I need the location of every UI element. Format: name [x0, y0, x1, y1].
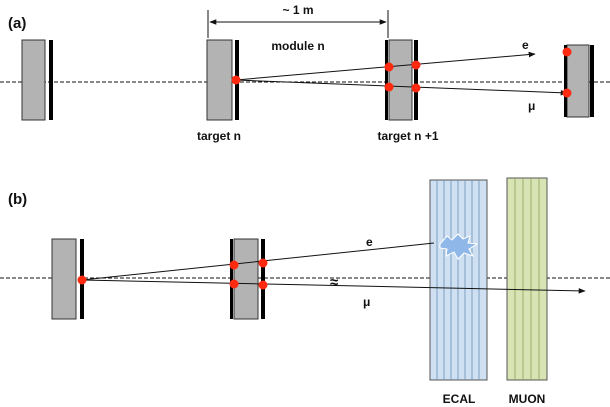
electron-label-b: e: [366, 235, 373, 249]
ecal-label: ECAL: [443, 392, 476, 406]
muon-detector-label: MUON: [509, 392, 546, 406]
target-n1: [385, 39, 418, 121]
muon-track-b: [81, 279, 586, 294]
muon-track-a: [235, 79, 568, 96]
vertex-points-b: [77, 258, 268, 290]
target-module-a1: [21, 39, 53, 121]
panel-b-label: (b): [8, 191, 27, 208]
break-mark: ≈: [330, 274, 338, 291]
panel-a-label: (a): [8, 15, 26, 32]
target-module-a4: [564, 44, 594, 118]
ecal-detector: [429, 179, 488, 381]
module-label: module n: [271, 39, 324, 53]
muon-detector: [506, 177, 548, 381]
muon-label-b: μ: [363, 295, 370, 309]
electron-track-b: [81, 242, 435, 281]
target-n1-label: target n +1: [377, 129, 438, 143]
electron-label-a: e: [522, 38, 529, 52]
target-module-b2: [230, 238, 265, 320]
target-n-label: target n: [197, 129, 241, 143]
muon-label-a: μ: [528, 99, 535, 113]
vertex-points-a: [231, 47, 572, 98]
distance-label: ~ 1 m: [282, 3, 313, 17]
shower-icon: [439, 233, 479, 260]
